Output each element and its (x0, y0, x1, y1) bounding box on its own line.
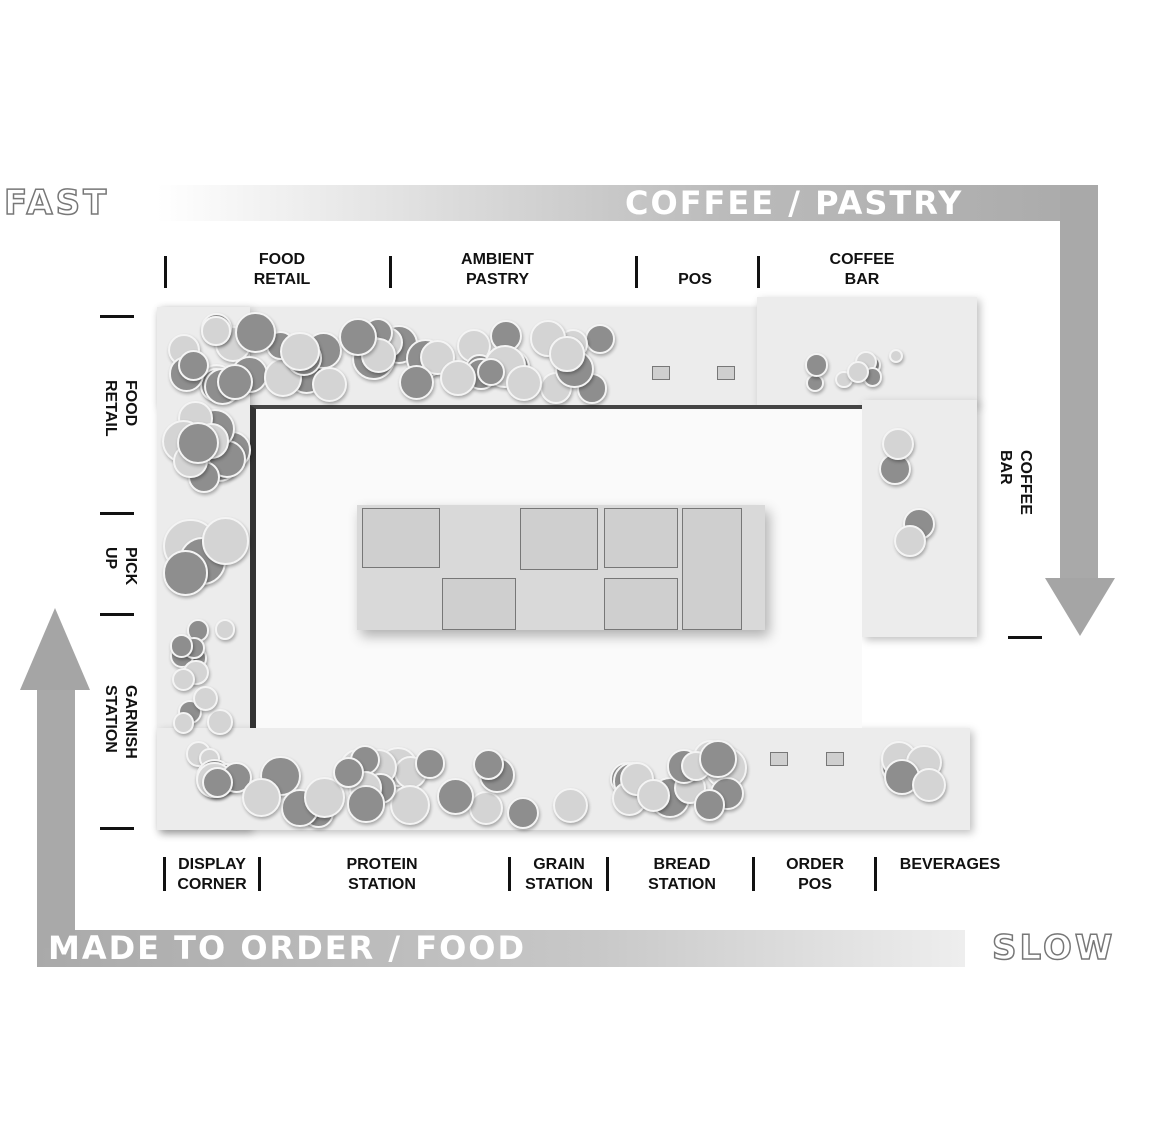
island-shelf (604, 578, 678, 630)
dish-icon (472, 748, 504, 780)
pos-terminal-icon (826, 752, 844, 766)
dish-icon (177, 421, 220, 464)
divider (606, 857, 609, 891)
divider (389, 256, 392, 288)
dish-icon (177, 349, 209, 381)
dish-icon (911, 767, 946, 802)
divider (164, 256, 167, 288)
dish-icon (804, 353, 829, 377)
dish-icon (888, 348, 903, 364)
dish-icon (506, 796, 539, 829)
dish-icon (217, 363, 254, 401)
dish-icon (468, 790, 504, 826)
dish-icon (333, 756, 365, 789)
dish-icon (636, 779, 670, 813)
pos-terminal-icon (770, 752, 788, 766)
divider (100, 315, 134, 318)
divider (100, 613, 134, 616)
bottom-flow-band (37, 930, 965, 967)
dish-icon (414, 748, 445, 779)
dish-icon (280, 331, 320, 372)
island-shelf (604, 508, 678, 568)
up-arrow-icon (20, 608, 90, 690)
top-band-label: COFFEE / PASTRY (625, 184, 964, 222)
divider (100, 827, 134, 830)
dish-icon (584, 324, 615, 355)
dish-icon (476, 357, 505, 387)
divider (163, 857, 166, 891)
slow-label: SLOW (991, 927, 1116, 969)
island-sink (520, 508, 598, 570)
pos-terminal-icon (717, 366, 735, 380)
dish-icon (311, 366, 347, 402)
down-arrow-icon (1045, 578, 1115, 636)
divider (1008, 636, 1042, 639)
divider (752, 857, 755, 891)
pos-terminal-icon (652, 366, 670, 380)
dish-icon (893, 524, 926, 557)
dish-icon (437, 778, 475, 816)
dish-icon (399, 365, 435, 401)
divider (874, 857, 877, 891)
label-beverages: BEVERAGES (899, 856, 1001, 873)
dish-icon (202, 517, 250, 565)
divider (635, 256, 638, 288)
dish-icon (699, 740, 738, 778)
divider (757, 256, 760, 288)
dish-icon (882, 428, 915, 461)
dish-icon (693, 789, 726, 821)
dish-icon (201, 316, 231, 346)
label-pos: POS (678, 271, 712, 288)
dish-icon (846, 360, 869, 384)
divider (100, 512, 134, 515)
dish-icon (193, 685, 219, 711)
dish-icon (235, 312, 277, 353)
dish-icon (202, 766, 234, 799)
top-flow-band (157, 185, 1098, 221)
dish-icon (241, 777, 281, 817)
dish-icon (439, 359, 477, 397)
dish-icon (169, 634, 194, 658)
dish-icon (171, 667, 196, 692)
dish-icon (549, 336, 585, 372)
bottom-band-label: MADE TO ORDER / FOOD (48, 929, 527, 967)
dish-icon (338, 318, 377, 357)
island-shelf (362, 508, 440, 568)
dish-icon (207, 709, 233, 735)
dish-icon (390, 785, 431, 826)
divider (508, 857, 511, 891)
dish-icon (505, 365, 542, 402)
divider (258, 857, 261, 891)
fast-label: FAST (3, 182, 110, 224)
right-flow-band (1060, 185, 1098, 585)
left-flow-band (37, 688, 75, 948)
island-grill (682, 508, 742, 630)
dish-icon (552, 787, 588, 823)
dish-icon (214, 619, 236, 640)
dish-icon (162, 550, 209, 596)
dish-icon (172, 712, 195, 735)
island-shelf (442, 578, 516, 630)
dish-icon (347, 785, 385, 823)
